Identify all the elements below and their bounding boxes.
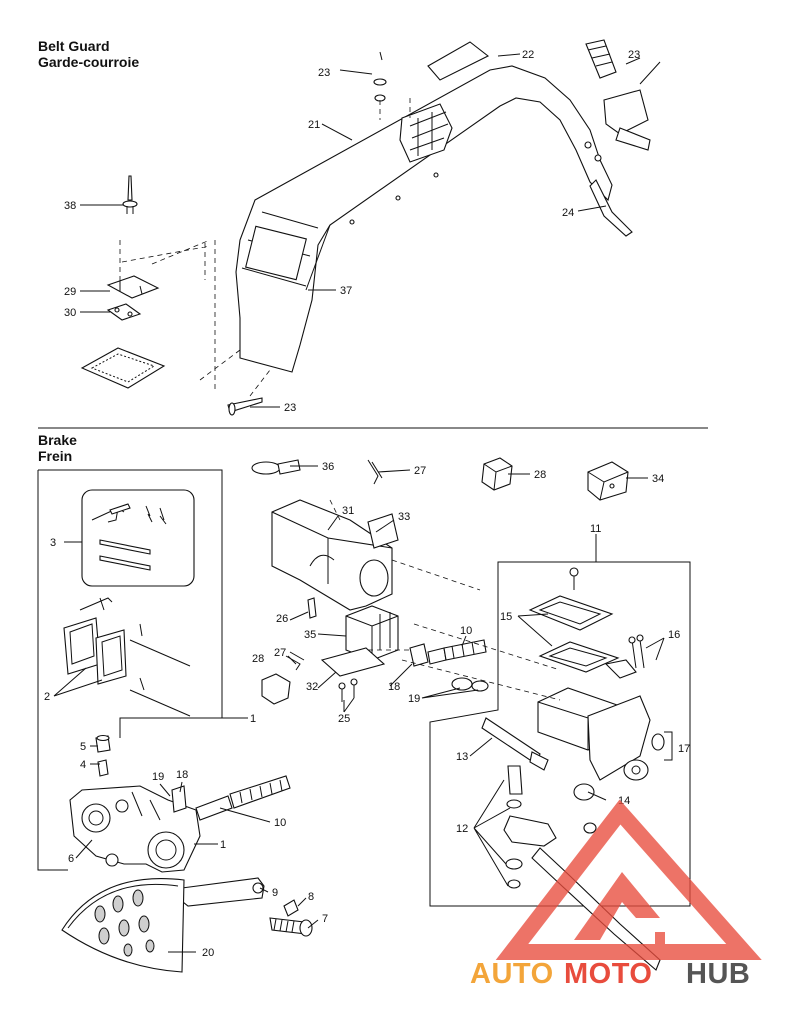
brake-title: Brake Frein (38, 432, 77, 464)
callout-24: 24 (562, 207, 574, 219)
callout-23: 23 (284, 402, 296, 414)
housing-decal (367, 513, 399, 549)
callout-28: 28 (534, 469, 546, 481)
callout-2: 2 (44, 691, 50, 703)
callout-3: 3 (50, 537, 56, 549)
callout-15: 15 (500, 611, 512, 623)
belt-guard-title-en: Belt Guard (38, 38, 110, 54)
callout-25: 25 (338, 713, 350, 725)
callout-17: 17 (678, 743, 690, 755)
callout-37: 37 (340, 285, 352, 297)
callout-8: 8 (308, 891, 314, 903)
master-cylinder (528, 567, 665, 834)
callout-10: 10 (460, 625, 472, 637)
reservoir-gasket (538, 641, 620, 673)
callout-6: 6 (68, 853, 74, 865)
washer-icon (373, 78, 387, 86)
callout-13: 13 (456, 751, 468, 763)
callout-10: 10 (274, 817, 286, 829)
spring-pin (307, 597, 317, 619)
cable-adjuster-center (409, 639, 489, 692)
brake-leaders (53, 465, 673, 953)
belt-guard-title: Belt Guard Garde-courroie (38, 38, 139, 70)
watermark-text: AUTO MOTO HUB (470, 958, 750, 990)
callout-18: 18 (388, 681, 400, 693)
callout-20: 20 (202, 947, 214, 959)
callout-21: 21 (308, 119, 320, 131)
callout-19: 19 (408, 693, 420, 705)
connector-block-large (587, 461, 629, 501)
callout-1: 1 (250, 713, 256, 725)
callout-22: 22 (522, 49, 534, 61)
callout-33: 33 (398, 511, 410, 523)
callout-23: 23 (628, 49, 640, 61)
brake-lever-arm (177, 877, 265, 907)
belt-guard-leaders (80, 53, 641, 408)
callout-4: 4 (80, 759, 86, 771)
callout-16: 16 (668, 629, 680, 641)
spring-icon (283, 899, 299, 917)
watermark-hub: HUB (686, 958, 750, 990)
screw-icon (631, 639, 645, 669)
callout-18: 18 (176, 769, 188, 781)
mounting-plate (320, 647, 386, 677)
screw-icon (341, 684, 355, 702)
callout-5: 5 (80, 741, 86, 753)
bleed-screw (97, 759, 109, 777)
callout-23: 23 (318, 67, 330, 79)
belt-guard-callouts: 22 23 23 21 24 38 29 30 37 23 (64, 49, 640, 414)
spring-clip-lower (285, 651, 305, 671)
callout-38: 38 (64, 200, 76, 212)
callout-32: 32 (306, 681, 318, 693)
callout-7: 7 (322, 913, 328, 925)
brake-disc (61, 878, 185, 973)
rivet-icon (122, 175, 138, 214)
guard-knob-assembly (585, 39, 661, 151)
callout-35: 35 (304, 629, 316, 641)
spring-clip (367, 459, 383, 485)
callout-19: 19 (152, 771, 164, 783)
belt-guard-assembly (80, 39, 661, 416)
callout-27: 27 (414, 465, 426, 477)
callout-26: 26 (276, 613, 288, 625)
callout-11: 11 (590, 523, 601, 535)
guard-bracket-plate (106, 303, 142, 321)
watermark-moto: MOTO (564, 958, 652, 990)
brake-caliper (69, 785, 201, 873)
brake-housing (271, 499, 393, 611)
callout-34: 34 (652, 473, 664, 485)
brake-callouts: 36 27 28 34 31 33 11 3 26 35 10 15 16 28… (44, 461, 690, 959)
brake-title-fr: Frein (38, 448, 73, 464)
solenoid-block (345, 605, 399, 661)
brake-pad-inner (63, 617, 101, 675)
callout-31: 31 (342, 505, 354, 517)
hose-clamp (251, 461, 281, 475)
guard-gasket (80, 347, 166, 389)
guard-bracket (106, 275, 160, 299)
callout-9: 9 (272, 887, 278, 899)
watermark-auto: AUTO (470, 958, 554, 990)
automotohub-watermark (495, 799, 762, 960)
brake-kit-box (81, 489, 195, 587)
callout-1: 1 (220, 839, 226, 851)
callout-27: 27 (274, 647, 286, 659)
belt-guard-window (245, 225, 307, 281)
cable-adjuster-left (171, 775, 291, 821)
brake-assembly (37, 457, 691, 973)
guard-latch-hook (589, 179, 633, 237)
callout-36: 36 (322, 461, 334, 473)
callout-30: 30 (64, 307, 76, 319)
callout-28: 28 (252, 653, 264, 665)
guard-latch-bracket (399, 103, 453, 163)
callout-12: 12 (456, 823, 468, 835)
decal-label (427, 41, 490, 81)
connector-block-lower (261, 673, 291, 705)
brake-title-en: Brake (38, 432, 77, 448)
reservoir-cap (528, 595, 614, 631)
lever-pivot-cap (623, 759, 649, 781)
connector-block (481, 457, 513, 491)
belt-guard-title-fr: Garde-courroie (38, 54, 140, 70)
callout-29: 29 (64, 286, 76, 298)
